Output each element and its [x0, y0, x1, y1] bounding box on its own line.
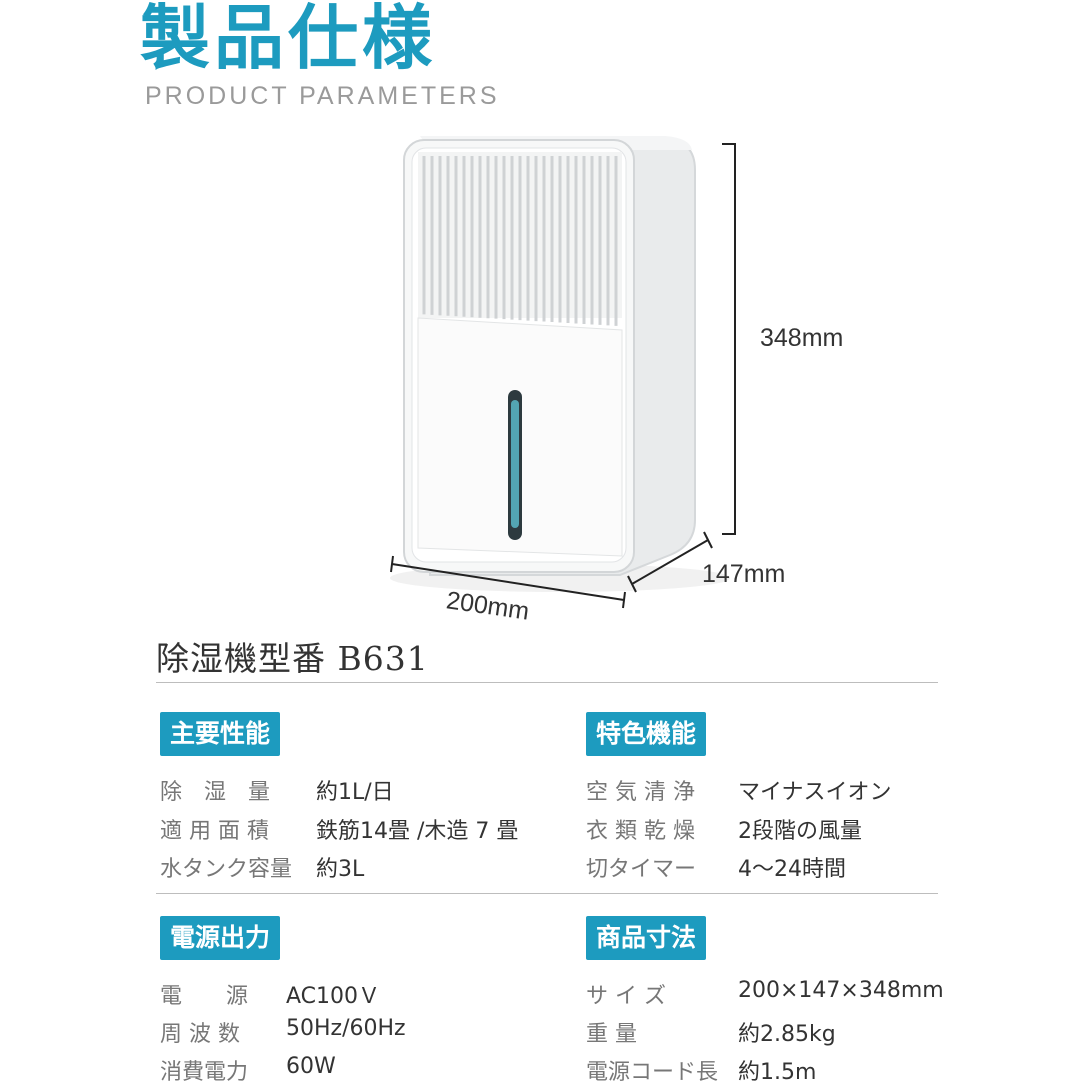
- spec-key: 周 波 数: [160, 1022, 240, 1047]
- section-badge-dimensions: 商品寸法: [586, 916, 707, 960]
- height-dimension-label: 348mm: [760, 324, 844, 352]
- spec-key: 電 源: [160, 984, 249, 1009]
- spec-value: 約2.85kg: [738, 1022, 836, 1047]
- spec-key: 適 用 面 積: [160, 819, 269, 844]
- spec-key: 消費電力: [160, 1060, 249, 1085]
- spec-value: 50Hz/60Hz: [286, 1016, 406, 1041]
- spec-key: 衣 類 乾 燥: [586, 819, 695, 844]
- model-number: 除湿機型番 B631: [156, 639, 429, 678]
- page-subtitle: PRODUCT PARAMETERS: [145, 82, 500, 110]
- page-title: 製品仕様: [140, 0, 436, 79]
- spec-value: 60W: [286, 1054, 336, 1079]
- divider: [156, 893, 938, 894]
- spec-key: 電源コード長: [586, 1060, 719, 1085]
- spec-value: 約3L: [316, 857, 365, 882]
- spec-value: マイナスイオン: [738, 780, 892, 805]
- spec-value: 200×147×348mm: [738, 978, 944, 1003]
- spec-key: 空 気 清 浄: [586, 780, 695, 805]
- spec-key: サ イ ズ: [586, 984, 666, 1009]
- spec-key: 除 湿 量: [160, 780, 271, 805]
- depth-dimension-label: 147mm: [702, 560, 786, 588]
- divider: [156, 682, 938, 683]
- spec-key: 切タイマー: [586, 857, 697, 882]
- spec-value: 約1L/日: [316, 780, 394, 805]
- spec-key: 重 量: [586, 1022, 637, 1047]
- section-badge-features: 特色機能: [586, 712, 707, 756]
- spec-value: 約1.5m: [738, 1060, 817, 1085]
- dehumidifier-product-image: [390, 136, 736, 609]
- spec-value: 鉄筋14畳 /木造 7 畳: [316, 819, 519, 844]
- spec-key: 水タンク容量: [160, 857, 293, 882]
- spec-value: AC100Ｖ: [286, 984, 381, 1009]
- section-badge-power: 電源出力: [160, 916, 281, 960]
- spec-value: 2段階の風量: [738, 819, 862, 844]
- section-badge-main-performance: 主要性能: [160, 712, 281, 756]
- spec-value: 4〜24時間: [738, 857, 846, 882]
